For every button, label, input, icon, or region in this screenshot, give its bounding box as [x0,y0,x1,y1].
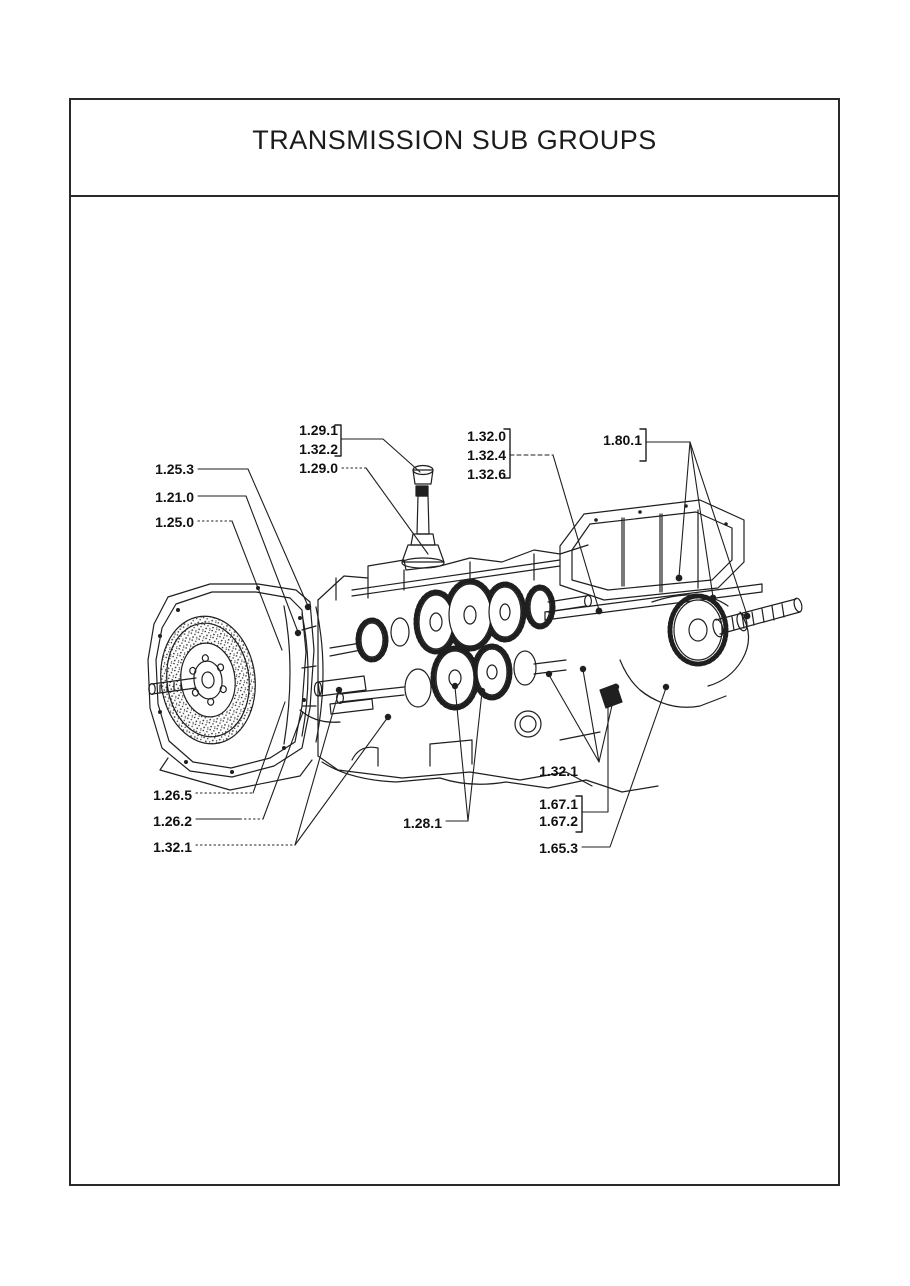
callout-label: 1.65.3 [539,840,578,856]
callout-selectors: 1.32.1 [530,762,578,781]
callout-label: 1.32.4 [467,447,506,463]
callout-pto: 1.65.3 [530,839,578,858]
callout-label: 1.21.0 [155,489,194,505]
callout-label: 1.32.1 [539,763,578,779]
callout-shift-rails: 1.32.0 1.32.4 1.32.6 [458,427,506,484]
callout-hydraulic: 1.67.1 1.67.2 [530,796,578,830]
clutch-cover [283,605,324,745]
gear-lever [401,464,445,569]
leader-lines [195,438,748,848]
clutch-disc [160,615,256,745]
callout-label: 1.29.1 [299,422,338,438]
rear-frame [559,499,745,601]
callout-label: 1.25.0 [155,514,194,530]
callout-label: 1.28.1 [403,815,442,831]
callout-label: 1.29.0 [299,460,338,476]
callout-gear-lever: 1.29.1 1.32.2 1.29.0 [290,421,338,478]
callout-clutch-lower-2: 1.26.2 [144,812,192,831]
callout-label: 1.32.6 [467,466,506,482]
callout-label: 1.32.1 [153,839,192,855]
rear-axle [599,593,750,709]
callout-label: 1.26.2 [153,813,192,829]
callout-brackets [334,424,647,833]
callout-label: 1.67.1 [539,796,578,812]
callout-rear-housing: 1.80.1 [594,431,642,450]
cross-bar [544,583,763,621]
callout-label: 1.80.1 [603,432,642,448]
callout-clutch-2: 1.21.0 [146,488,194,507]
page-title: TRANSMISSION SUB GROUPS [252,125,657,155]
callout-label: 1.26.5 [153,787,192,803]
leader-dots [294,574,751,721]
title-box [69,98,840,197]
callout-clutch-3: 1.25.0 [146,513,194,532]
callout-clutch-1: 1.25.3 [146,460,194,479]
output-shaft [712,597,803,638]
callout-label: 1.32.0 [467,428,506,444]
callout-gear-train: 1.28.1 [394,814,442,833]
input-shaft-stub [148,677,197,695]
callout-label: 1.67.2 [539,813,578,829]
callout-clutch-lower-1: 1.26.5 [144,786,192,805]
bell-housing [147,583,315,791]
gear-train-upper [329,578,592,663]
callout-clutch-lower-3: 1.32.1 [144,838,192,857]
callout-label: 1.32.2 [299,441,338,457]
callout-label: 1.25.3 [155,461,194,477]
